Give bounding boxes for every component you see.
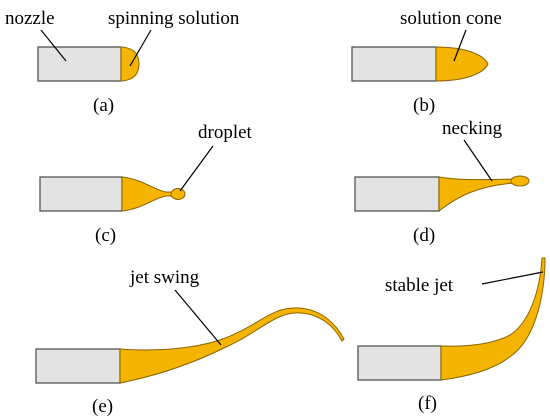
label-necking: necking xyxy=(442,118,503,139)
nozzle-a xyxy=(37,46,122,82)
leader-droplet xyxy=(179,145,214,192)
panel-label-f: (f) xyxy=(418,393,437,414)
nozzle-d xyxy=(354,176,440,212)
panel-label-c: (c) xyxy=(95,225,116,246)
label-spinning-solution: spinning solution xyxy=(108,8,240,29)
necking-jet-d xyxy=(438,176,515,213)
panel-e: jet swing (e) xyxy=(35,267,345,417)
spinning-solution-a xyxy=(120,46,140,82)
panel-d: necking (d) xyxy=(354,118,530,246)
panel-label-d: (d) xyxy=(413,225,435,246)
panel-a: nozzle spinning solution (a) xyxy=(5,8,240,116)
label-jet-swing: jet swing xyxy=(129,267,200,288)
label-solution-cone: solution cone xyxy=(400,8,502,29)
leader-necking xyxy=(463,139,493,182)
nozzle-e xyxy=(35,348,121,384)
panel-label-b: (b) xyxy=(413,95,435,116)
nozzle-b xyxy=(351,46,437,82)
jet-swing-e xyxy=(119,307,345,384)
panel-b: solution cone (b) xyxy=(351,8,502,116)
leader-stable-jet xyxy=(481,271,544,285)
label-stable-jet: stable jet xyxy=(385,275,454,296)
droplet-neck-c xyxy=(121,176,174,212)
nozzle-f xyxy=(357,345,442,381)
panel-label-e: (e) xyxy=(92,396,113,417)
panel-c: droplet (c) xyxy=(39,122,253,246)
panel-f: stable jet (f) xyxy=(357,257,546,414)
leader-solution-cone xyxy=(453,29,467,62)
nozzle-c xyxy=(39,176,123,212)
solution-cone-b xyxy=(435,46,489,82)
label-nozzle: nozzle xyxy=(5,8,55,29)
leader-nozzle xyxy=(40,29,67,62)
leader-jet-swing xyxy=(174,289,222,346)
stable-jet-f xyxy=(440,257,546,381)
droplet-d xyxy=(510,175,530,187)
label-droplet: droplet xyxy=(198,122,253,143)
leader-spinning-solution xyxy=(129,29,152,67)
panel-label-a: (a) xyxy=(93,95,114,116)
droplet-c xyxy=(170,188,186,200)
